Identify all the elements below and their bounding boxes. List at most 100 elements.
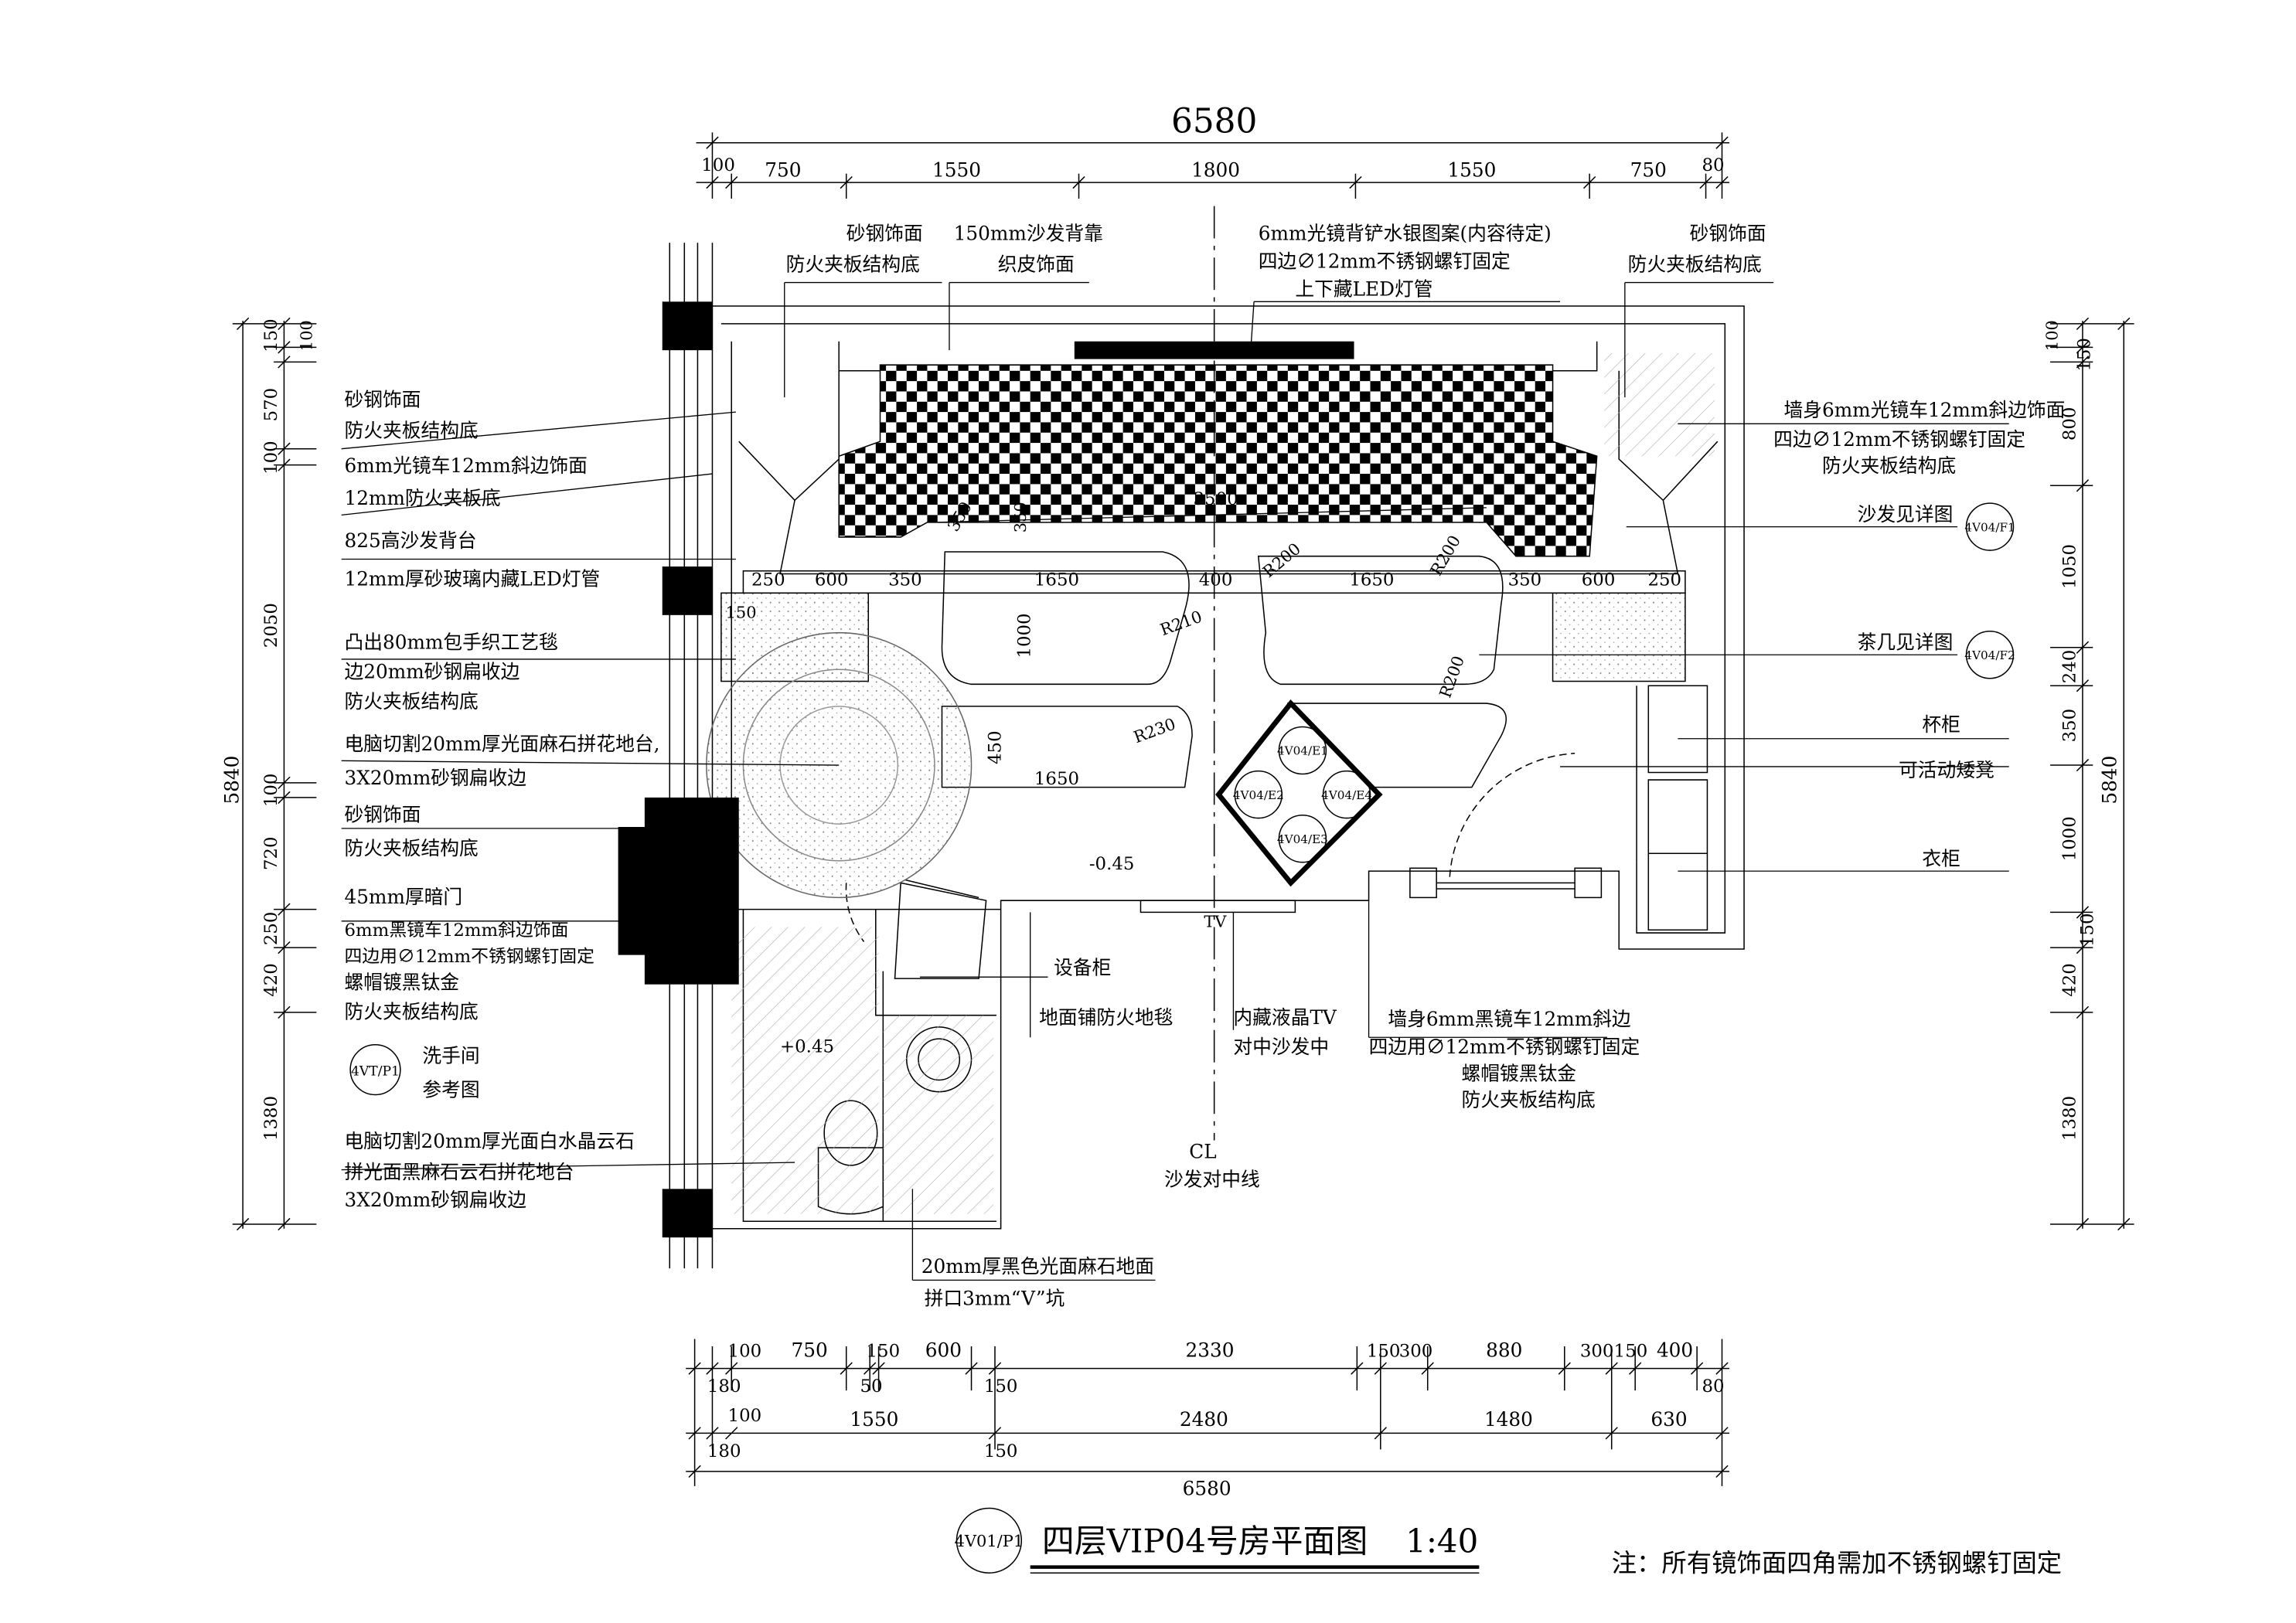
bottom-dim-r2b-1: 180 [707, 1441, 741, 1461]
bottom-dim-r1-9: 300 [1580, 1341, 1614, 1361]
plan-r200c: R200 [1436, 653, 1468, 700]
bottom-dim-r1b-4: 80 [1702, 1376, 1725, 1397]
right-dimension-lines [2050, 317, 2134, 1231]
bottom-dim-r2-4: 1480 [1484, 1408, 1533, 1431]
bottom-dim-r1-10: 150 [1614, 1341, 1648, 1361]
left-label-7d: 螺帽镀黑钛金 [345, 971, 460, 993]
top-annotations: 砂钢饰面 防火夹板结构底 150mm沙发背靠 织皮饰面 6mm光镜背铲水银图案(… [786, 222, 1766, 300]
top-label-r1a: 砂钢饰面 [1690, 222, 1766, 244]
elevation-e1: 4V04/E1 [1277, 744, 1328, 758]
left-dim-3: 570 [261, 388, 281, 422]
label-floor1: 20mm厚黑色光面麻石地面 [921, 1255, 1154, 1278]
top-label-3c: 上下藏LED灯管 [1295, 278, 1432, 301]
bottom-dim-r1-6: 150 [1367, 1341, 1401, 1361]
left-label-4a: 凸出80mm包手织工艺毯 [345, 631, 558, 654]
sofa-tag: 4V04/F1 [1964, 520, 2015, 534]
bottom-dim-r1b-2: 50 [860, 1376, 883, 1397]
label-mirror1: 墙身6mm黑镜车12mm斜边 [1388, 1008, 1631, 1030]
top-dim-1: 100 [701, 155, 735, 175]
left-label-7c: 四边用∅12mm不锈钢螺钉固定 [345, 947, 594, 967]
drawing-note: 注：所有镜饰面四角需加不锈钢螺钉固定 [1612, 1548, 2062, 1577]
label-cl-line: 沙发对中线 [1164, 1169, 1260, 1191]
left-dim-4: 100 [261, 441, 281, 475]
plan-r200b: R200 [1427, 532, 1465, 579]
plan-dim-350c: 350 [888, 570, 922, 590]
left-label-9a: 电脑切割20mm厚光面白水晶云石 [345, 1130, 635, 1152]
right-label-stool: 可活动矮凳 [1899, 759, 1995, 781]
left-label-7e: 防火夹板结构底 [345, 1000, 479, 1022]
left-dim-1: 150 [261, 318, 281, 352]
level-upper: +0.45 [780, 1036, 834, 1056]
plan-dim-350b: 350 [1011, 502, 1030, 532]
right-dim-7: 1000 [2059, 816, 2080, 861]
elevation-tag-e4 [1322, 770, 1371, 819]
table-tag-circle [1965, 631, 2015, 679]
right-label-cup: 杯柜 [1922, 713, 1960, 736]
bottom-dim-r2-1: 100 [728, 1406, 762, 1426]
plan-r200a: R200 [1259, 539, 1304, 581]
left-label-7a: 45mm厚暗门 [345, 886, 463, 908]
left-overall-dim: 5840 [220, 756, 243, 805]
right-label-wardrobe: 衣柜 [1922, 847, 1960, 869]
left-dim-2: 100 [298, 320, 316, 351]
right-dim-8: 150 [2077, 913, 2097, 947]
left-label-4b: 边20mm砂钢扁收边 [345, 661, 520, 683]
plan-dim-350d: 350 [1508, 570, 1542, 590]
bottom-dim-r1-11: 400 [1657, 1339, 1693, 1361]
top-dim-5: 1550 [1447, 158, 1496, 181]
tv-label: TV [1204, 912, 1227, 931]
left-annotations: 砂钢饰面 防火夹板结构底 6mm光镜车12mm斜边饰面 12mm防火夹板底 82… [345, 388, 660, 1211]
right-label-wall3: 防火夹板结构底 [1822, 454, 1956, 477]
left-label-2b: 12mm防火夹板底 [345, 487, 501, 509]
bottom-dim-r1-5: 2330 [1185, 1339, 1234, 1361]
bottom-dim-r1-1: 100 [728, 1341, 762, 1361]
top-label-3b: 四边∅12mm不锈钢螺钉固定 [1259, 250, 1511, 273]
left-dim-7: 720 [261, 836, 281, 870]
bottom-dim-r2b-2: 150 [984, 1441, 1018, 1461]
washroom-tag-circle [349, 1043, 401, 1096]
top-dimension-lines [696, 132, 1730, 199]
washroom-tag: 4VT/P1 [351, 1064, 400, 1080]
left-label-9c: 3X20mm砂钢扁收边 [345, 1189, 527, 1211]
bottom-annotations: 设备柜 地面铺防火地毯 内藏液晶TV 对中沙发中 墙身6mm黑镜车12mm斜边 … [921, 956, 1640, 1309]
plan-dim-150: 150 [726, 604, 757, 622]
plan-dim-400: 400 [1199, 570, 1233, 590]
label-tv2: 对中沙发中 [1233, 1036, 1329, 1058]
columns [618, 301, 1354, 1238]
top-label-2b: 织皮饰面 [998, 253, 1075, 275]
bottom-dimension-lines [686, 1339, 1730, 1486]
label-tv1: 内藏液晶TV [1233, 1006, 1337, 1029]
bottom-dim-r1-3: 150 [867, 1341, 901, 1361]
bottom-dim-r1-2: 750 [791, 1339, 827, 1361]
right-dim-5: 240 [2059, 650, 2080, 684]
label-mirror2: 四边用∅12mm不锈钢螺钉固定 [1369, 1036, 1640, 1058]
right-dim-10: 1380 [2059, 1096, 2080, 1141]
plan-dim-3500: 3500 [1194, 489, 1238, 509]
right-label-wall1: 墙身6mm光镜车12mm斜边饰面 [1783, 399, 2065, 421]
title-tag: 4V01/P1 [955, 1532, 1024, 1550]
table-tag: 4V04/F2 [1964, 648, 2015, 662]
left-dim-6: 100 [261, 774, 281, 808]
bottom-dim-r2-3: 2480 [1180, 1408, 1228, 1431]
right-dim-1: 100 [2043, 320, 2062, 351]
left-label-6a: 砂钢饰面 [345, 803, 421, 825]
bottom-dim-r1-4: 600 [925, 1339, 962, 1361]
left-label-5b: 3X20mm砂钢扁收边 [345, 767, 527, 789]
top-label-r1b: 防火夹板结构底 [1628, 253, 1762, 275]
plan-r230: R230 [1131, 715, 1178, 747]
label-mirror4: 防火夹板结构底 [1462, 1089, 1596, 1111]
top-label-1a: 砂钢饰面 [847, 222, 923, 244]
left-label-1a: 砂钢饰面 [345, 388, 421, 410]
left-dimension-lines [232, 317, 317, 1231]
label-carpet: 地面铺防火地毯 [1039, 1006, 1173, 1029]
bottom-dim-r2-5: 630 [1650, 1408, 1687, 1431]
label-mirror3: 螺帽镀黑钛金 [1462, 1062, 1577, 1084]
drawing-scale: 1:40 [1405, 1523, 1478, 1560]
top-dim-2: 750 [765, 158, 801, 181]
left-label-3b: 12mm厚砂玻璃内藏LED灯管 [345, 568, 601, 590]
plan-dim-1650a: 1650 [1034, 570, 1079, 590]
right-dim-3: 800 [2059, 407, 2080, 441]
plan-dim-600b: 600 [1582, 570, 1616, 590]
left-dim-8: 250 [261, 912, 281, 946]
left-dim-9: 420 [261, 963, 281, 997]
